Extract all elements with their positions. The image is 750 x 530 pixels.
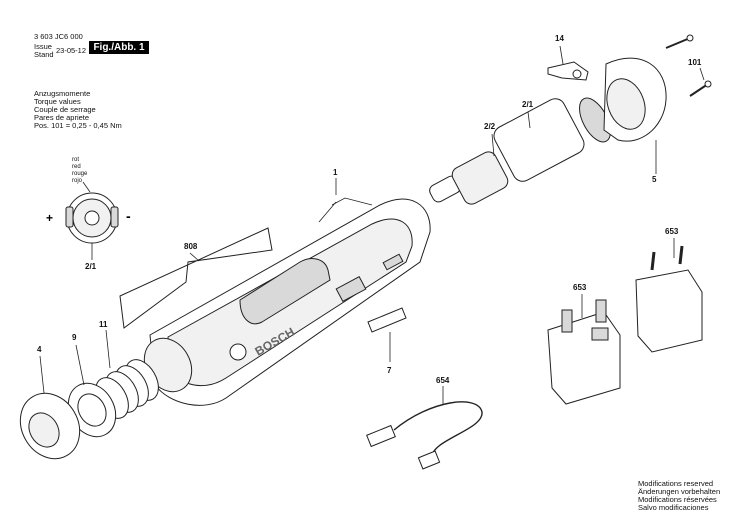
part-label: 2/2 xyxy=(484,122,496,131)
torque-line: Couple de serrage xyxy=(34,105,96,114)
torque-line: Pares de apriete xyxy=(34,113,90,122)
issue-label: Issue xyxy=(34,42,52,51)
part-label: 653 xyxy=(573,283,587,292)
part-label: 9 xyxy=(72,333,77,342)
battery-connector-detail xyxy=(65,181,119,260)
screws-101 xyxy=(665,34,712,97)
part-label: 808 xyxy=(184,242,198,251)
color-line: red xyxy=(72,164,81,170)
part-label: 11 xyxy=(99,320,108,329)
part-label: 5 xyxy=(652,175,657,184)
part-label: 1 xyxy=(333,168,338,177)
washer-9 xyxy=(67,344,117,438)
plus-sign: + xyxy=(46,211,53,225)
footer-line: Modifications reserved xyxy=(638,479,714,488)
footer-line: Änderungen vorbehalten xyxy=(638,487,721,496)
spring-and-nose xyxy=(95,329,193,419)
uk-plug-653 xyxy=(547,294,621,405)
footer-line: Salvo modificaciones xyxy=(638,503,709,512)
motor-gear-assembly xyxy=(429,97,611,205)
part-label: 7 xyxy=(387,366,392,375)
part-label: 101 xyxy=(688,58,702,67)
torque-line: Anzugsmomente xyxy=(34,89,91,98)
torque-line: Torque values xyxy=(34,97,81,106)
motor-cap-5 xyxy=(603,57,667,174)
bracket-14 xyxy=(547,45,589,81)
color-line: rojo xyxy=(72,178,83,184)
color-line: rouge xyxy=(72,171,88,177)
minus-sign: - xyxy=(126,208,131,224)
eu-plug-653 xyxy=(635,238,703,353)
part-label: 653 xyxy=(665,227,679,236)
part-label: 2/1 xyxy=(522,100,534,109)
label-sheet-808 xyxy=(119,227,273,329)
part-label: 4 xyxy=(37,345,42,354)
footer-line: Modifications réservées xyxy=(638,495,717,504)
doc-number: 3 603 JC6 000 xyxy=(34,32,83,41)
part-label: 654 xyxy=(436,376,450,385)
housing-body xyxy=(149,178,431,406)
end-cap-4 xyxy=(19,355,81,460)
color-line: rot xyxy=(72,157,80,163)
part-label: 14 xyxy=(555,34,564,43)
figure-label: Fig./Abb. 1 xyxy=(89,41,149,54)
stand-label: Stand xyxy=(34,50,54,59)
part-label: 2/1 xyxy=(85,262,97,271)
usb-cable-654 xyxy=(366,386,483,470)
switch-slider-7 xyxy=(367,307,407,362)
issue-date: 23-05-12 xyxy=(56,46,87,55)
torque-line: Pos. 101 = 0,25 - 0,45 Nm xyxy=(34,121,122,130)
